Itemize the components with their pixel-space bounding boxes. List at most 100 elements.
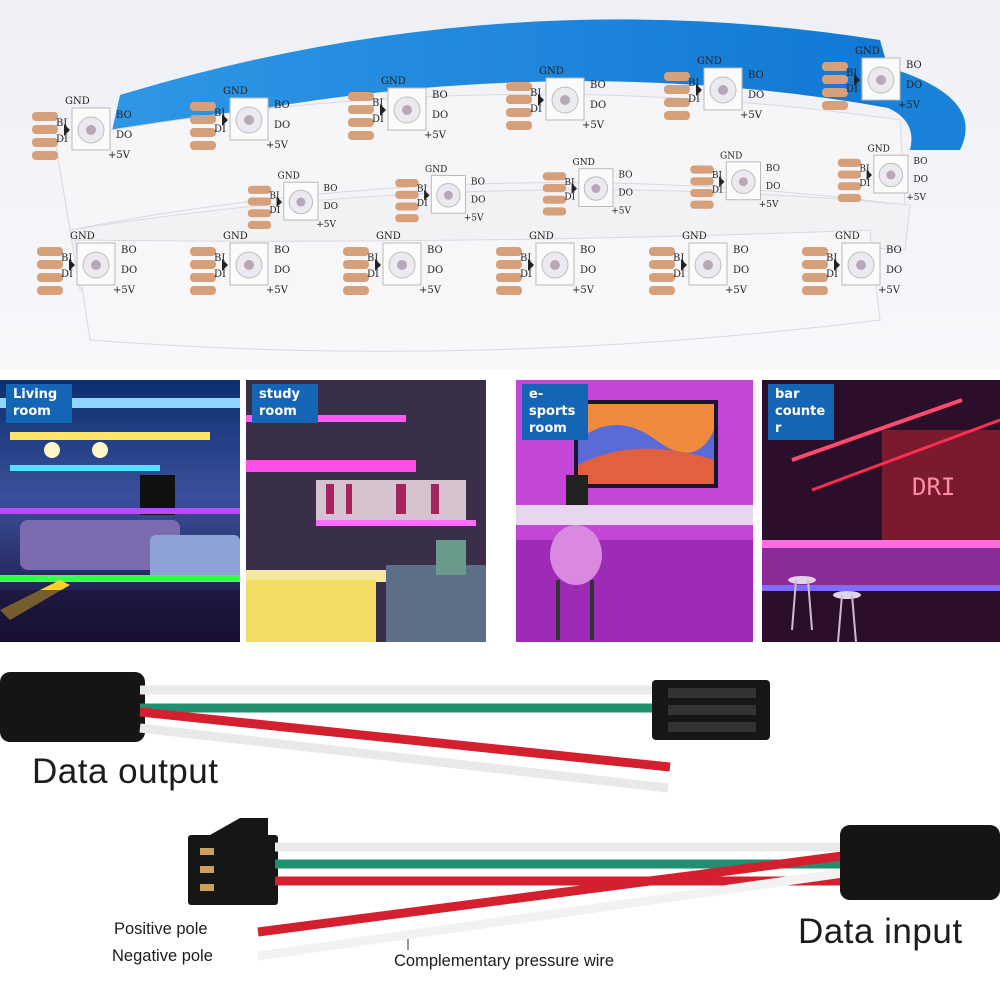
copper-pad (664, 111, 690, 120)
copper-pad (822, 75, 848, 84)
pad-label-bo: BO (471, 177, 485, 187)
pad-label-gnd: GND (539, 66, 564, 77)
copper-pad (542, 195, 567, 204)
pad-label-5v: +5V (113, 285, 136, 296)
led-die (703, 260, 713, 270)
copper-pad (37, 260, 63, 269)
pad-label-5v: +5V (424, 130, 447, 141)
copper-pad (542, 184, 567, 193)
caption-negative-pole: Negative pole (112, 947, 213, 965)
room-label-living: Living room (6, 384, 72, 423)
pad-label-bi: BI (214, 108, 225, 119)
data-direction-arrow (854, 74, 860, 86)
caption-positive-pole: Positive pole (114, 920, 208, 938)
copper-pad (802, 247, 828, 256)
copper-pad (649, 273, 675, 282)
led-strip-photo: GND BO DO BI DI +5V GND BO DO BI DI +5V GND BO DO BI DI +… (0, 0, 1000, 370)
copper-pad (247, 185, 272, 194)
copper-pad (506, 95, 532, 104)
pad-label-bo: BO (886, 245, 902, 256)
data-direction-arrow (719, 176, 725, 188)
copper-pad (802, 260, 828, 269)
pad-label-bi: BI (712, 171, 723, 181)
led-die (886, 170, 896, 180)
copper-pad (395, 190, 419, 199)
copper-pad (32, 112, 58, 121)
pad-label-bo: BO (733, 245, 749, 256)
strip-band-bottom (74, 229, 881, 352)
copper-pad (343, 247, 369, 256)
pad-label-bo: BO (766, 164, 780, 174)
copper-pad (837, 158, 862, 167)
pad-label-do: DO (766, 182, 781, 192)
data-direction-arrow (866, 169, 872, 181)
copper-pad (542, 172, 567, 181)
copper-pad (802, 273, 828, 282)
copper-pad (664, 72, 690, 81)
data-direction-arrow (696, 84, 702, 96)
pad-label-di: DI (530, 104, 542, 115)
pad-label-do: DO (432, 110, 448, 121)
copper-pad (690, 177, 714, 186)
copper-pad (690, 200, 714, 209)
pad-label-gnd: GND (573, 158, 595, 168)
pad-label-di: DI (673, 269, 685, 280)
pad-label-bo: BO (618, 171, 632, 181)
pad-label-bo: BO (580, 245, 596, 256)
pad-label-bi: BI (530, 88, 541, 99)
copper-pad (37, 247, 63, 256)
room-photo-bar: DRI bar counter (762, 380, 1000, 642)
negative-pole-wire (257, 867, 851, 961)
copper-pad (32, 125, 58, 134)
pad-label-bo: BO (906, 60, 922, 71)
copper-pad (395, 214, 419, 223)
blue-backing-tape (110, 19, 900, 140)
pad-label-5v: +5V (572, 285, 595, 296)
copper-pad (690, 165, 714, 174)
pad-label-gnd: GND (697, 56, 722, 67)
pad-label-5v: +5V (266, 285, 289, 296)
pad-label-do: DO (618, 189, 633, 199)
pad-label-5v: +5V (108, 150, 131, 161)
copper-pad (664, 85, 690, 94)
led-die (296, 197, 306, 207)
pad-label-5v: +5V (464, 213, 484, 223)
pad-label-bo: BO (323, 184, 337, 194)
copper-pad (32, 138, 58, 147)
pad-label-do: DO (748, 90, 764, 101)
copper-pad (190, 141, 216, 150)
pad-label-bo: BO (274, 100, 290, 111)
copper-pad (348, 118, 374, 127)
pad-label-di: DI (417, 199, 428, 209)
copper-pad (190, 102, 216, 111)
pad-label-do: DO (116, 130, 132, 141)
pad-label-bo: BO (427, 245, 443, 256)
pad-label-bo: BO (116, 110, 132, 121)
copper-pad (496, 273, 522, 282)
data-direction-arrow (834, 259, 840, 271)
copper-pad (822, 88, 848, 97)
led-die (550, 260, 560, 270)
pad-label-bi: BI (417, 185, 428, 195)
pad-label-do: DO (913, 175, 928, 185)
output-white-wire-2 (139, 723, 669, 793)
pad-label-gnd: GND (65, 96, 90, 107)
pad-label-di: DI (269, 206, 280, 216)
pad-label-do: DO (471, 195, 486, 205)
room-photo-living: Living room (0, 380, 240, 642)
esports-room-scene (516, 380, 753, 642)
pad-label-bo: BO (748, 70, 764, 81)
copper-pad (348, 92, 374, 101)
pad-label-di: DI (214, 124, 226, 135)
room-label-study: study room (252, 384, 318, 423)
pad-label-bi: BI (214, 253, 225, 264)
pad-label-bo: BO (590, 80, 606, 91)
copper-pad (837, 182, 862, 191)
pad-label-5v: +5V (759, 200, 779, 210)
pad-label-di: DI (61, 269, 73, 280)
copper-pad (822, 62, 848, 71)
led-die (591, 184, 601, 193)
copper-pad (496, 286, 522, 295)
pad-label-gnd: GND (425, 165, 447, 175)
input-heatshrink (840, 825, 1000, 900)
